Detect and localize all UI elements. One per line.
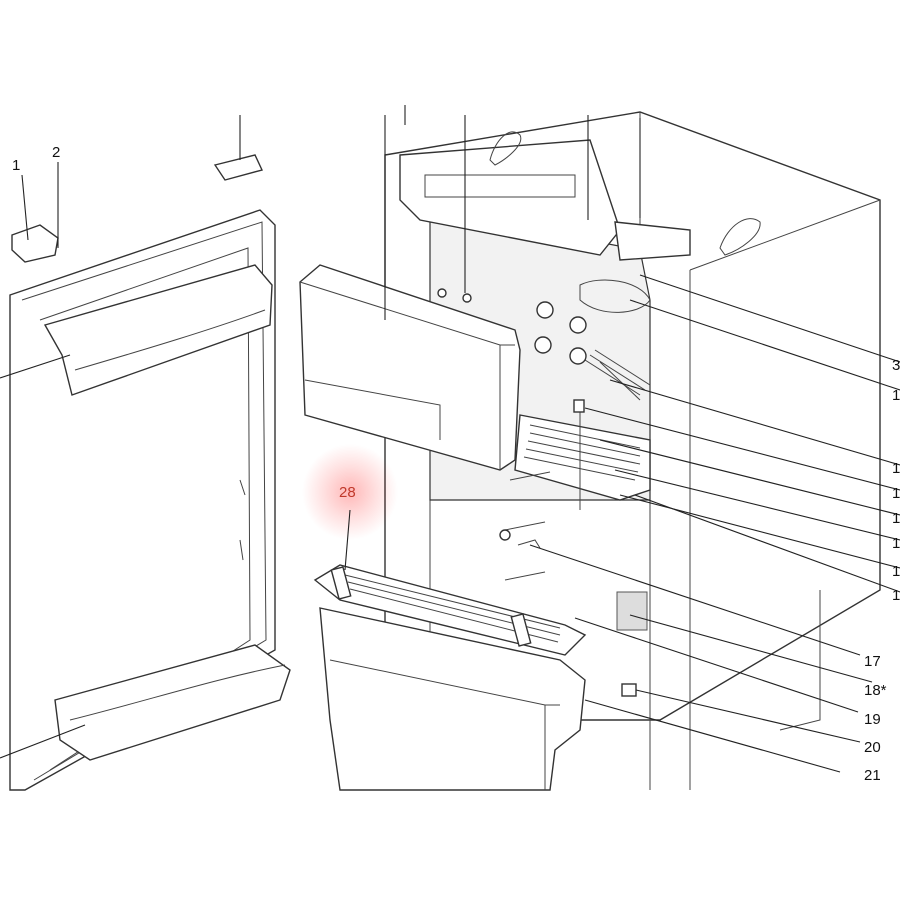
freezer-cover-panel bbox=[299, 264, 521, 471]
callout-1-c: 1 bbox=[892, 485, 900, 502]
callout-21: 21 bbox=[864, 767, 881, 784]
callout-1-a: 1 bbox=[892, 387, 900, 404]
callout-1-b: 1 bbox=[892, 460, 900, 477]
callout-17: 17 bbox=[864, 653, 881, 670]
door bbox=[9, 209, 291, 791]
callout-1-g: 1 bbox=[892, 587, 900, 604]
callout-2: 2 bbox=[52, 144, 60, 161]
callout-19: 19 bbox=[864, 711, 881, 728]
callout-1-d: 1 bbox=[892, 510, 900, 527]
callout-1: 1 bbox=[12, 157, 20, 174]
callout-1-f: 1 bbox=[892, 563, 900, 580]
highlight-glow bbox=[302, 444, 398, 540]
callout-labels: 1 2 3 1 1 1 1 1 1 1 17 18* 19 20 21 28 bbox=[12, 144, 900, 784]
callout-20: 20 bbox=[864, 739, 881, 756]
leader-lines bbox=[0, 105, 900, 773]
callout-28-highlighted: 28 bbox=[339, 484, 356, 501]
callout-3: 3 bbox=[892, 357, 900, 374]
callout-1-e: 1 bbox=[892, 535, 900, 552]
callout-18: 18* bbox=[864, 682, 887, 699]
hinge-parts bbox=[11, 154, 263, 263]
crisper-assembly bbox=[313, 564, 587, 791]
cabinet bbox=[384, 111, 881, 790]
